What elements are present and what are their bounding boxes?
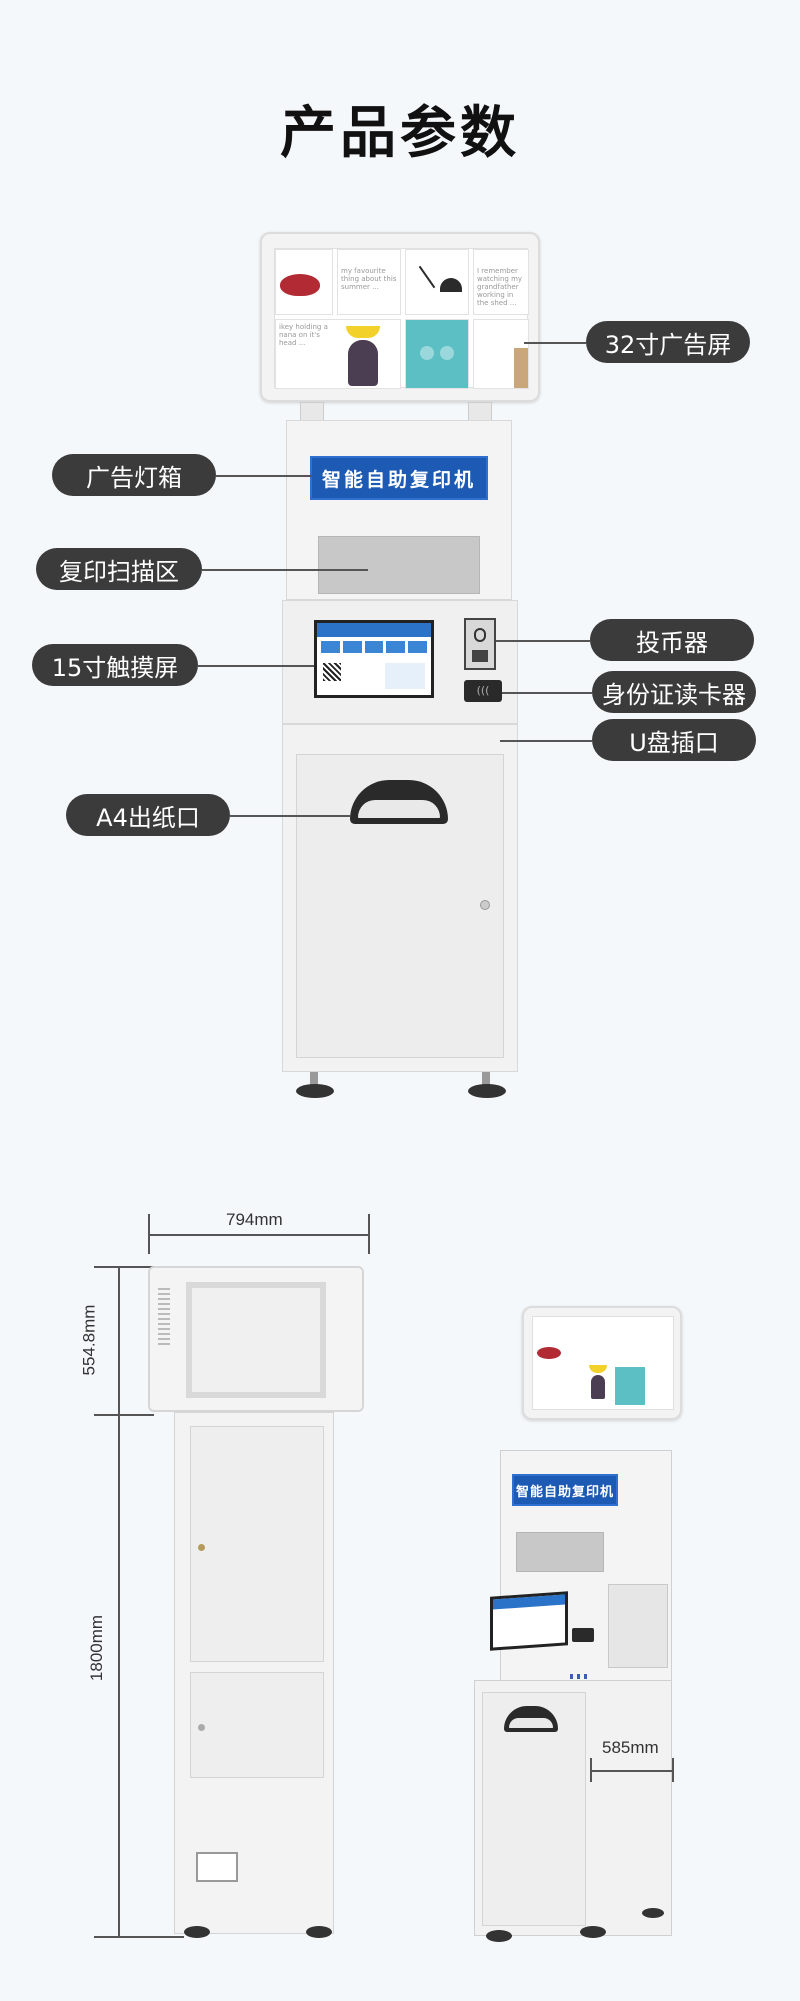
side-view-side-panel [608, 1584, 668, 1668]
tile-text: ikey holding a nana on it's head ... [279, 323, 328, 347]
label-paper-exit: A4出纸口 [66, 794, 230, 836]
scan-area [318, 536, 480, 594]
dim-depth-tick-left [590, 1758, 592, 1782]
back-door-upper[interactable] [190, 1426, 324, 1662]
screen-tile-text-2: I remember watching my grandfather worki… [473, 249, 529, 315]
coin-slot[interactable] [464, 618, 496, 670]
dim-height-line [118, 1266, 120, 1936]
dim-depth-line [590, 1770, 672, 1772]
touch-screen[interactable] [314, 620, 434, 698]
screen-mount-left [300, 402, 324, 422]
dim-width-tick-left [148, 1214, 150, 1254]
label-light-box: 广告灯箱 [52, 454, 216, 496]
dim-width-tick-right [368, 1214, 370, 1254]
back-lock-upper-icon[interactable] [198, 1544, 205, 1551]
label-ad-screen: 32寸广告屏 [586, 321, 750, 363]
screen-tile-lips [275, 249, 333, 315]
back-door-lower[interactable] [190, 1672, 324, 1778]
back-vent [196, 1852, 238, 1882]
back-screen-panel [148, 1266, 364, 1412]
label-id-reader: 身份证读卡器 [592, 671, 756, 713]
side-view-paper-exit [504, 1706, 558, 1732]
door-lock-icon[interactable] [480, 900, 490, 910]
leader-id-reader [502, 692, 592, 694]
side-view-card-reader [572, 1628, 594, 1642]
side-view-foot-right [580, 1926, 606, 1938]
side-view-foot-left [486, 1930, 512, 1942]
back-foot-left [184, 1926, 210, 1938]
foot-right-stem [482, 1072, 490, 1088]
side-view-usb-port [570, 1674, 587, 1679]
foot-right [468, 1084, 506, 1098]
label-coin-slot: 投币器 [590, 619, 754, 661]
dim-tick-mid [94, 1414, 154, 1416]
paper-exit-slot[interactable] [350, 780, 448, 824]
screen-tile-text-1: my favourite thing about this summer ... [337, 249, 401, 315]
label-usb-port: U盘插口 [592, 719, 756, 761]
foot-left [296, 1084, 334, 1098]
leader-light-box [216, 475, 312, 477]
ad-screen: my favourite thing about this summer ...… [260, 232, 540, 402]
side-view-sign: 智能自助复印机 [512, 1474, 618, 1506]
leader-touch-screen [198, 665, 314, 667]
leader-usb-port [500, 740, 592, 742]
leader-coin-slot [496, 640, 590, 642]
label-scan-area: 复印扫描区 [36, 548, 202, 590]
side-view-scan-area [516, 1532, 604, 1572]
leader-ad-screen [524, 342, 586, 344]
side-view-screen [522, 1306, 682, 1420]
foot-left-stem [310, 1072, 318, 1088]
dim-width-line [148, 1234, 368, 1236]
leader-scan-area [202, 569, 368, 571]
machine-front-view: my favourite thing about this summer ...… [260, 232, 540, 1098]
dim-depth-tick-right [672, 1758, 674, 1782]
screen-tile-teal [405, 319, 469, 389]
dim-total-height-label: 1800mm [87, 1614, 107, 1682]
screen-tile-lamp [405, 249, 469, 315]
side-view-touch-screen [490, 1591, 568, 1651]
id-card-reader[interactable]: ((( [464, 680, 502, 702]
light-box-sign: 智能自助复印机 [310, 456, 488, 500]
machine-back-view: 794mm 554.8mm 1800mm 智能自助复印机 [0, 1180, 800, 1980]
dim-tick-top [94, 1266, 154, 1268]
page-title: 产品参数 [280, 101, 520, 166]
back-lock-lower-icon[interactable] [198, 1724, 205, 1731]
leader-paper-exit [230, 815, 350, 817]
screen-mount-right [468, 402, 492, 422]
screen-tile-banana: ikey holding a nana on it's head ... [275, 319, 401, 389]
label-touch-screen: 15寸触摸屏 [32, 644, 198, 686]
qr-code-icon [323, 663, 341, 681]
ad-screen-content: my favourite thing about this summer ...… [274, 248, 529, 389]
tile-text: I remember watching my grandfather worki… [477, 267, 523, 307]
back-foot-right [306, 1926, 332, 1938]
dim-tick-bottom [94, 1936, 184, 1938]
dim-screen-height-label: 554.8mm [79, 1304, 99, 1376]
screen-tile-wood [473, 319, 529, 389]
dim-depth-label: 585mm [602, 1738, 659, 1757]
dim-width-label: 794mm [226, 1210, 283, 1229]
side-view-foot-back [642, 1908, 664, 1918]
tile-text: my favourite thing about this summer ... [341, 267, 397, 291]
